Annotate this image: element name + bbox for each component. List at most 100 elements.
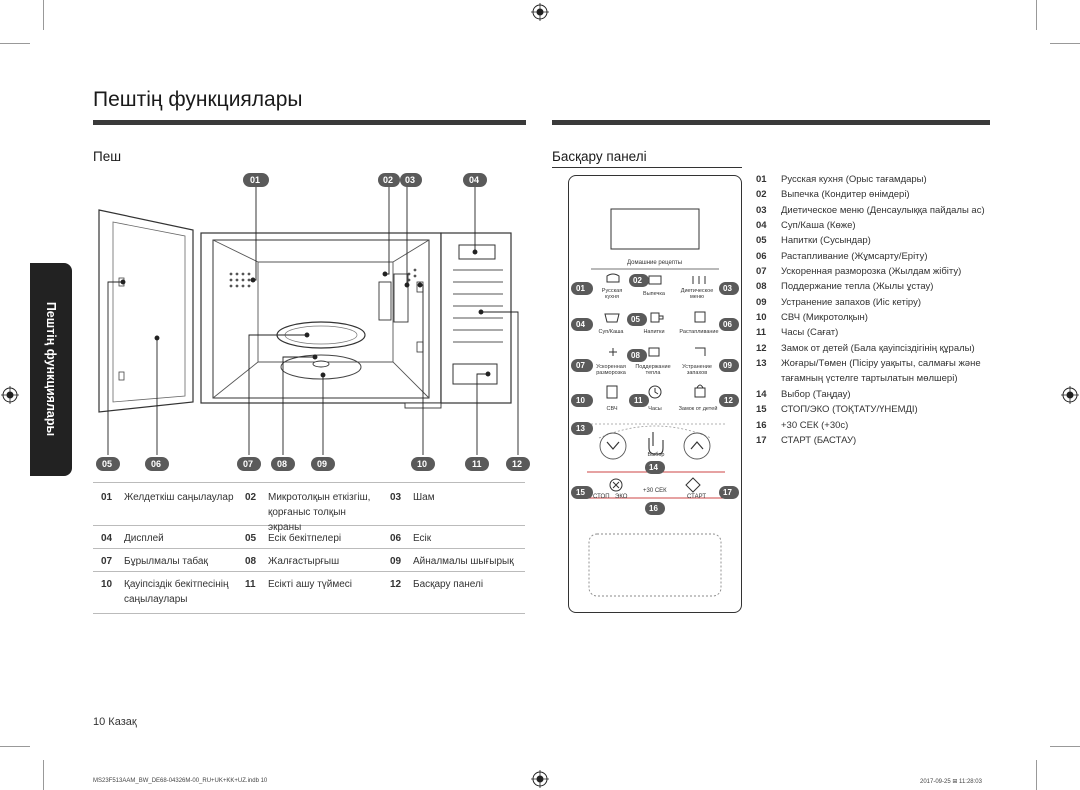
napitki-button[interactable]: Напитки (643, 329, 665, 335)
registration-mark-icon (1061, 386, 1079, 404)
zamok-button[interactable]: Замок от детей (678, 406, 718, 412)
feature-text: Диетическое меню (Денсаулыққа пайдалы ас… (781, 205, 985, 216)
feature-text: Замок от детей (Бала қауіпсіздігінің құр… (781, 343, 975, 354)
feature-text: Поддержание тепла (Жылы ұстау) (781, 281, 934, 292)
legend-num: 04 (101, 533, 113, 544)
side-tab-label: Пештің функциялары (44, 301, 58, 437)
crop-mark (43, 0, 44, 30)
feature-num: 06 (756, 251, 767, 262)
vybor-button[interactable]: Выбор (647, 452, 665, 458)
panel-badge-12: 12 (724, 396, 733, 405)
feature-num: 13 (756, 358, 767, 369)
feature-text: Суп/Каша (Көже) (781, 220, 856, 231)
dieta-button[interactable]: Диетическое меню (680, 288, 714, 300)
crop-mark (43, 760, 44, 790)
callout-06: 06 (151, 459, 162, 469)
callout-03: 03 (405, 175, 416, 185)
door-open-button (452, 363, 498, 385)
feature-num: 14 (756, 389, 767, 400)
control-panel-drawing (571, 208, 739, 597)
sup-kasha-button[interactable]: Суп/Каша (598, 329, 624, 335)
plus30-button[interactable]: +30 СЕК (643, 488, 667, 494)
feature-num: 02 (756, 189, 767, 200)
stop-button[interactable]: СТОП (593, 494, 610, 500)
section-rule-right (552, 120, 990, 125)
panel-badge-06: 06 (723, 320, 732, 329)
coupler (312, 360, 330, 368)
panel-badge-07: 07 (576, 361, 585, 370)
eko-button[interactable]: ЭКО (615, 494, 628, 500)
legend-text: Желдеткіш саңылаулар (124, 492, 234, 503)
legend-num: 06 (390, 533, 402, 544)
legend-num: 01 (101, 492, 113, 503)
feature-text: СТОП/ЭКО (ТОҚТАТУ/ҮНЕМДІ) (781, 404, 918, 415)
oven-callouts-top: 01 02 03 04 (93, 170, 533, 200)
panel-title-underline (552, 167, 742, 168)
callout-10: 10 (417, 459, 428, 469)
podderzhanie-tepla-button[interactable]: Поддержание тепла (635, 364, 671, 376)
crop-mark (1050, 746, 1080, 747)
legend-num: 02 (245, 492, 257, 503)
legend-num: 11 (245, 579, 256, 590)
feature-num: 09 (756, 297, 767, 308)
callout-07: 07 (243, 459, 254, 469)
legend-num: 07 (101, 556, 113, 567)
legend-num: 09 (390, 556, 402, 567)
print-footer-right: 2017-09-25 ⊞ 11:28:03 (920, 779, 982, 785)
side-tab: Пештің функциялары (30, 263, 72, 476)
legend-num: 08 (245, 556, 257, 567)
panel-badge-02: 02 (633, 276, 642, 285)
feature-num: 05 (756, 235, 767, 246)
lamp-housing (393, 273, 409, 323)
panel-badge-11: 11 (634, 396, 643, 405)
legend-divider (93, 525, 525, 526)
section-rule-left (93, 120, 526, 125)
panel-badge-13: 13 (576, 424, 585, 433)
oven-door (98, 209, 194, 413)
feature-num: 17 (756, 435, 767, 446)
legend-text: Есікті ашу түймесі (268, 579, 353, 590)
svch-button[interactable]: СВЧ (606, 406, 618, 412)
russkaya-kukhnya-button[interactable]: Русская кухня (601, 288, 623, 300)
legend-text: Есік (413, 533, 432, 544)
crop-mark (1036, 0, 1037, 30)
panel-badge-03: 03 (723, 284, 732, 293)
crop-mark (1036, 760, 1037, 790)
legend-text: Жалғастырғыш (268, 556, 340, 567)
crop-mark (1050, 43, 1080, 44)
uskorennaya-razmorozka-button[interactable]: Ускоренная разморозка (596, 364, 626, 376)
callout-08: 08 (277, 459, 288, 469)
registration-mark-icon (1, 386, 19, 404)
legend-num: 03 (390, 492, 402, 503)
panel-badge-10: 10 (576, 396, 585, 405)
feature-num: 04 (756, 220, 767, 231)
feature-num: 12 (756, 343, 767, 354)
oven-legend: 01 Желдеткіш саңылаулар 02 Микротолқын е… (93, 486, 533, 616)
callout-05: 05 (102, 459, 113, 469)
oven-section-title: Пеш (93, 149, 122, 164)
roller-ring (280, 354, 362, 380)
rastaplivanie-button[interactable]: Растапливание (679, 329, 719, 335)
feature-num: 15 (756, 404, 767, 415)
panel-badge-14: 14 (649, 463, 658, 472)
feature-text: Выпечка (Кондитер өнімдері) (781, 189, 910, 200)
ustranenie-zapakhov-button[interactable]: Устранение запахов (682, 364, 712, 376)
legend-num: 12 (390, 579, 402, 590)
legend-divider (93, 548, 525, 549)
legend-text: Шам (413, 492, 435, 503)
callout-12: 12 (512, 459, 523, 469)
feature-text: СВЧ (Микротолқын) (781, 312, 868, 323)
callout-11: 11 (472, 459, 482, 469)
legend-text: Микротолқын еткізгіш, қорғаныс толқын эк… (268, 492, 371, 533)
crop-mark (0, 43, 30, 44)
registration-mark-icon (531, 3, 549, 21)
waveguide-cover (378, 281, 392, 321)
legend-num: 10 (101, 579, 113, 590)
panel-badge-01: 01 (576, 284, 585, 293)
panel-badge-09: 09 (723, 361, 732, 370)
chasy-button[interactable]: Часы (648, 406, 662, 412)
legend-divider (93, 571, 525, 572)
panel-header: Домашние рецепты (627, 260, 683, 266)
vypechka-button[interactable]: Выпечка (643, 291, 665, 297)
start-button[interactable]: СТАРТ (687, 494, 706, 500)
